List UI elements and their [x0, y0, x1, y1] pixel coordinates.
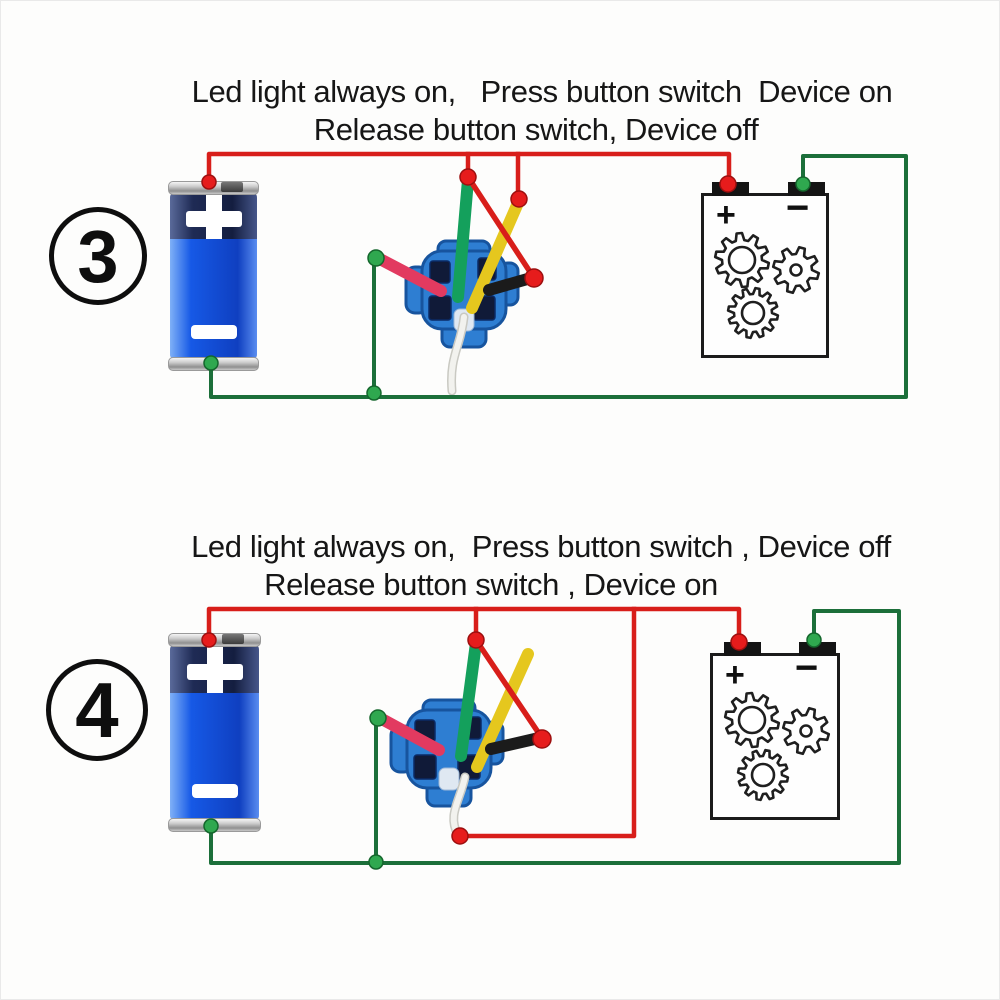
device-positive-terminal: [712, 182, 749, 196]
green-switch-wire: [455, 637, 482, 762]
yellow-switch-wire: [466, 197, 524, 314]
step-number-badge-4: 4: [46, 659, 148, 761]
battery-terminal-nub: [220, 182, 243, 192]
circuit4-red-wiring: [206, 606, 742, 839]
yellow-switch-wire: [471, 648, 534, 773]
battery-top-cap: [168, 633, 261, 647]
circuit3-caption-line2: Release button switch, Device off: [313, 112, 759, 147]
battery-terminal-nub: [221, 634, 244, 644]
battery-minus-symbol: [191, 784, 238, 799]
circuit3-red-wiring: [206, 151, 732, 281]
circuit3-caption-line1: Led light always on, Press button switch…: [191, 74, 893, 109]
circuit4-switch-connector: [374, 637, 545, 840]
battery-body: [170, 191, 257, 361]
device-positive-terminal: [724, 642, 761, 656]
white-wire: [447, 312, 469, 396]
battery-4: [168, 633, 261, 832]
step-number-badge-3: 3: [49, 207, 147, 305]
step-number-3: 3: [77, 214, 119, 298]
battery-negative-section: [170, 238, 257, 361]
battery-plus-symbol: [186, 644, 243, 701]
gears-icon: [723, 691, 831, 802]
battery-body: [170, 643, 259, 822]
black-switch-wire: [483, 272, 537, 296]
circuit3-switch-connector: [372, 174, 537, 396]
step-number-4: 4: [75, 665, 119, 754]
red-switch-wire: [372, 252, 447, 297]
battery-3: [168, 181, 259, 371]
battery-minus-symbol: [190, 324, 237, 339]
white-wire: [449, 772, 470, 840]
black-switch-wire: [485, 732, 545, 755]
device-box-4: + −: [710, 642, 840, 820]
battery-bottom-cap: [168, 818, 261, 832]
battery-positive-section: [170, 643, 259, 701]
battery-positive-section: [170, 191, 257, 247]
gears-icon: [713, 231, 821, 340]
red-switch-wire: [374, 712, 445, 756]
device-box-3: + −: [701, 182, 829, 358]
battery-top-cap: [168, 181, 259, 195]
battery-negative-section: [170, 693, 259, 822]
green-switch-wire: [452, 174, 474, 303]
battery-bottom-cap: [168, 357, 259, 371]
circuit4-caption-line1: Led light always on, Press button switch…: [191, 529, 891, 564]
circuit4-caption-line2: Release button switch , Device on: [264, 567, 718, 602]
